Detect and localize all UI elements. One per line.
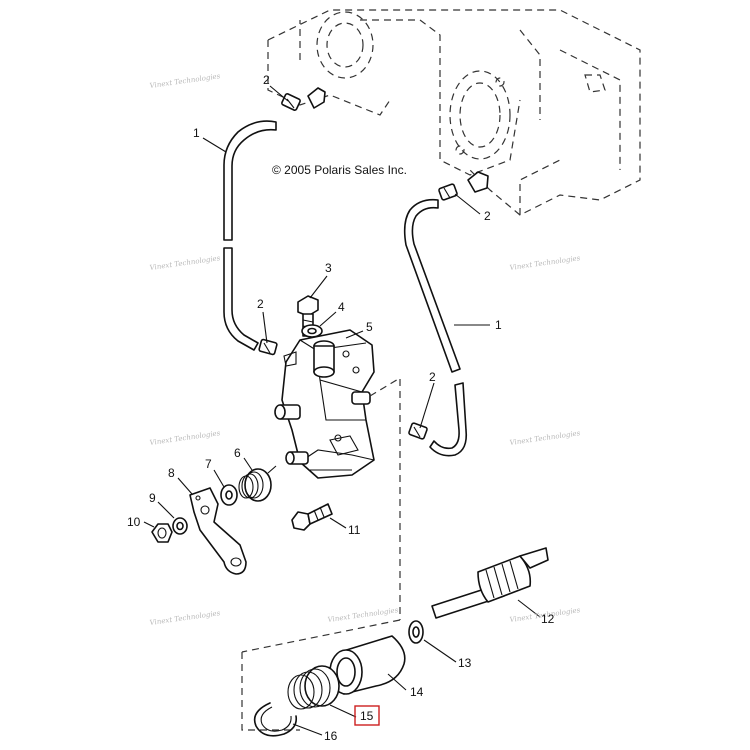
label-part-3: 3 (325, 261, 332, 275)
watermark-7: Vinext Technologies (327, 606, 399, 624)
snap-ring (253, 702, 298, 737)
hose-clamp-top-right (438, 183, 458, 201)
label-part-9: 9 (149, 491, 156, 505)
watermark-4: Vinext Technologies (149, 429, 221, 447)
label-part-6: 6 (234, 446, 241, 460)
mounting-bolt (291, 503, 333, 531)
label-part-16: 16 (324, 729, 338, 743)
label-part-11: 11 (348, 523, 361, 537)
thrust-washer (408, 620, 424, 644)
callout-labels: 1 2 2 2 2 1 3 4 5 6 7 8 9 10 11 12 13 14… (127, 73, 555, 743)
label-part-8: 8 (168, 466, 175, 480)
label-part-13: 13 (458, 656, 472, 670)
oil-hose-left (223, 120, 277, 351)
oil-pump (274, 329, 375, 479)
callout-leaders (143, 85, 541, 736)
label-part-12: 12 (541, 612, 555, 626)
assembly-bracket-lines (241, 376, 401, 731)
coil-spring (287, 665, 340, 710)
sealing-washer (301, 324, 323, 338)
label-part-2-mid-right: 2 (429, 370, 436, 384)
drive-shaft-gear (431, 547, 549, 619)
hose-clamp-mid-left (258, 338, 278, 356)
shaft-bushing (329, 635, 406, 695)
hex-nut (151, 523, 173, 543)
return-spring (238, 465, 277, 502)
engine-nipple-left (307, 87, 326, 109)
label-part-2-top-right: 2 (484, 209, 491, 223)
label-part-2-top-left: 2 (263, 73, 270, 87)
highlight-box-part-15 (354, 705, 380, 726)
label-part-15: 15 (360, 709, 374, 723)
label-part-2-mid-left: 2 (257, 297, 264, 311)
watermark-2: Vinext Technologies (149, 254, 221, 272)
watermark-1: Vinext Technologies (149, 72, 221, 90)
label-part-10: 10 (127, 515, 141, 529)
engine-nipple-right (467, 171, 489, 193)
copyright-text: © 2005 Polaris Sales Inc. (272, 163, 407, 177)
lock-washer (172, 517, 188, 535)
control-lever (189, 487, 247, 575)
watermark-5: Vinext Technologies (509, 429, 581, 447)
label-part-4: 4 (338, 300, 345, 314)
watermark-3: Vinext Technologies (509, 254, 581, 272)
label-part-14: 14 (410, 685, 424, 699)
label-part-7: 7 (205, 457, 212, 471)
label-part-1-left: 1 (193, 126, 200, 140)
oil-hose-right (403, 198, 468, 457)
flat-washer-small (220, 484, 238, 506)
watermark-6: Vinext Technologies (149, 609, 221, 627)
label-part-5: 5 (366, 320, 373, 334)
hose-clamp-mid-right (408, 422, 428, 440)
hose-clamp-top-left (281, 93, 301, 111)
label-part-1-right: 1 (495, 318, 502, 332)
